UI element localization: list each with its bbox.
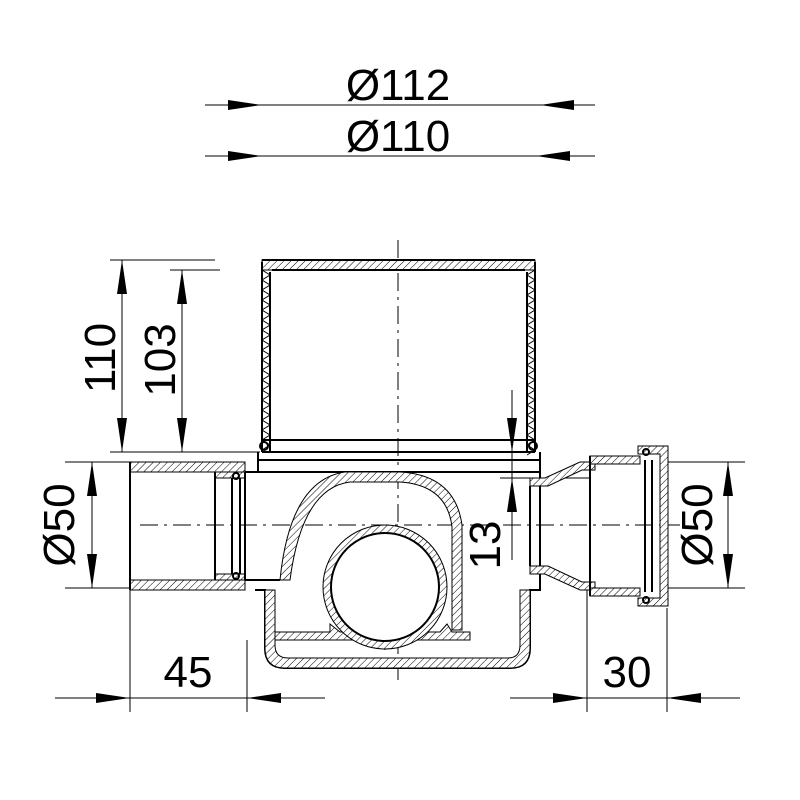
inlet-pipe — [129, 461, 295, 591]
outlet-pipe — [529, 445, 669, 607]
dimension-top-outer: Ø112 — [205, 61, 595, 110]
dimension-top-inner: Ø110 — [205, 112, 595, 161]
dimension-outlet-length: 30 — [510, 590, 740, 712]
dimension-label-inlet-diameter: Ø50 — [35, 483, 84, 566]
upper-cylinder — [259, 259, 538, 456]
dimension-label-top-inner: Ø110 — [346, 112, 450, 161]
dimension-height-total: 110 — [76, 259, 215, 452]
dimension-label-outlet-offset: 13 — [461, 521, 510, 570]
dimension-label-inlet-length: 45 — [164, 648, 213, 697]
dimension-outlet-offset: 13 — [461, 390, 590, 569]
lower-housing — [255, 452, 541, 669]
dimension-height-inner: 103 — [110, 269, 260, 453]
dimension-label-top-outer: Ø112 — [346, 61, 450, 110]
drain-pipe — [322, 524, 448, 650]
dimension-outlet-diameter: Ø50 — [668, 461, 745, 589]
dimension-label-outlet-diameter: Ø50 — [673, 483, 722, 566]
dimension-label-height-total: 110 — [76, 323, 125, 393]
dimension-label-outlet-length: 30 — [603, 648, 652, 697]
dimension-label-height-inner: 103 — [136, 323, 185, 396]
dimension-inlet-length: 45 — [55, 590, 325, 712]
dimension-inlet-diameter: Ø50 — [35, 461, 130, 589]
